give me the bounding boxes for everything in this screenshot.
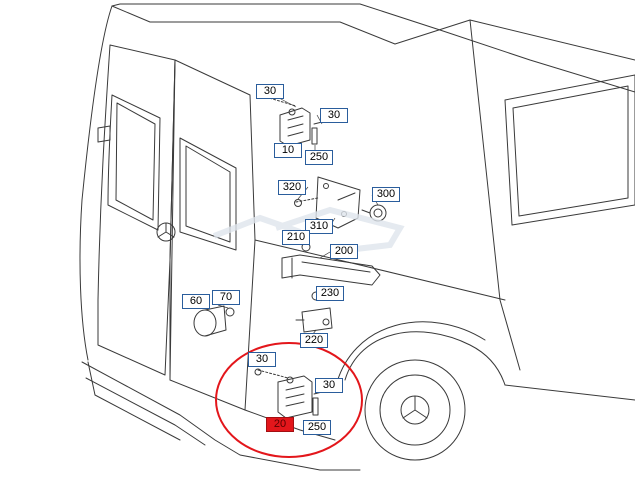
- rear-door-right: [169, 59, 256, 411]
- callout-250-upper[interactable]: 250: [305, 150, 333, 165]
- wheel-tyre: [364, 359, 466, 461]
- callout-30-upper-right[interactable]: 30: [320, 108, 348, 123]
- wheel-arch-outer: [334, 321, 486, 391]
- callout-70[interactable]: 70: [212, 290, 240, 305]
- side-crease: [254, 239, 506, 301]
- callout-300[interactable]: 300: [372, 187, 400, 202]
- callout-210[interactable]: 210: [282, 230, 310, 245]
- van-side-panel-line: [469, 19, 521, 371]
- callout-220[interactable]: 220: [300, 333, 328, 348]
- side-window: [504, 74, 635, 226]
- rear-bumper: [81, 361, 361, 471]
- wheel-arch: [344, 331, 506, 386]
- body-lower-right: [244, 409, 336, 441]
- side-window-inner: [512, 85, 629, 217]
- rear-window-right-inner: [185, 145, 231, 243]
- van-side-panel-top: [394, 19, 635, 61]
- door-handle: [97, 125, 111, 143]
- watermark-logo: [212, 206, 405, 255]
- callout-30-lower[interactable]: 30: [248, 352, 276, 367]
- callout-320[interactable]: 320: [278, 180, 306, 195]
- rear-door-left: [97, 44, 176, 376]
- van-rear-corner: [79, 5, 113, 361]
- callout-10[interactable]: 10: [274, 143, 302, 158]
- rear-window-left-inner: [115, 102, 156, 221]
- callout-250-lower[interactable]: 250: [303, 420, 331, 435]
- rear-bumper-lower: [85, 377, 206, 446]
- van-roof-line: [111, 3, 635, 93]
- van-roof-edge: [111, 5, 396, 45]
- lower-hinge-part: [254, 368, 331, 419]
- callout-230[interactable]: 230: [316, 286, 344, 301]
- rear-step: [87, 361, 181, 441]
- callout-20-selected[interactable]: 20: [266, 417, 294, 432]
- callout-60[interactable]: 60: [182, 294, 210, 309]
- highlight-ellipse: [215, 342, 363, 458]
- rear-door-split: [169, 59, 176, 381]
- callout-310[interactable]: 310: [305, 219, 333, 234]
- callout-30-upper[interactable]: 30: [256, 84, 284, 99]
- wheel-rim: [379, 374, 451, 446]
- lock-cylinder-part: [193, 305, 235, 337]
- callout-200[interactable]: 200: [330, 244, 358, 259]
- callout-30-lower-right[interactable]: 30: [315, 378, 343, 393]
- side-sill: [504, 384, 635, 401]
- rear-window-left: [107, 94, 161, 231]
- rear-window-right: [179, 137, 237, 251]
